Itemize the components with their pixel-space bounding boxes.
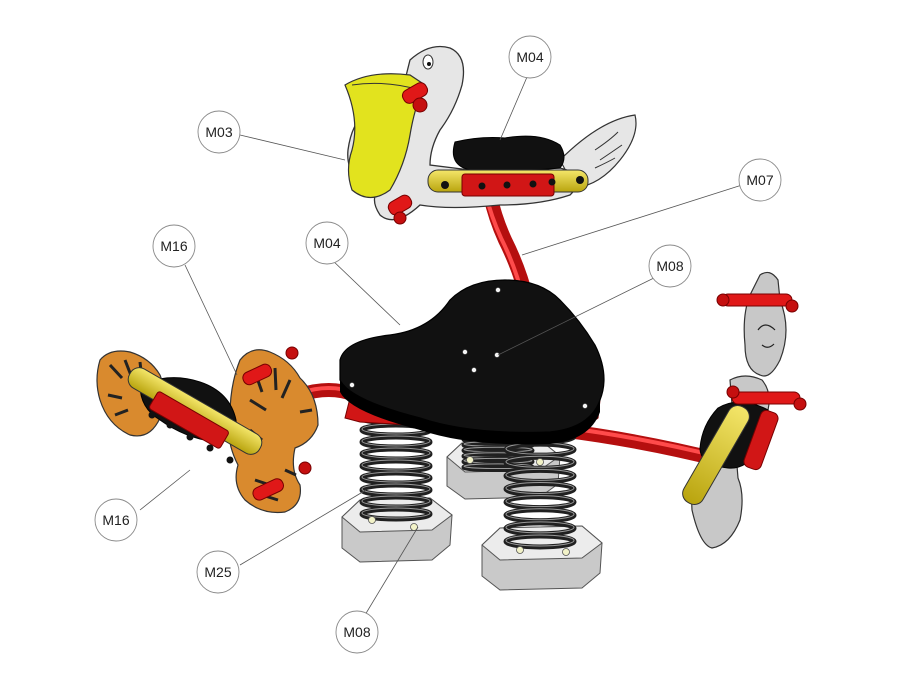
- spring-coil-highlight: [505, 468, 575, 481]
- leader-tiger-lower: [139, 469, 191, 511]
- tiger-handle-top: [242, 346, 299, 386]
- pelican-handle-bottom: [387, 194, 413, 225]
- center-seat: [339, 279, 605, 445]
- spring-coil-highlight: [505, 521, 575, 534]
- callout-pelican-seat: M04: [508, 35, 552, 79]
- leader-center-seat: [329, 257, 401, 326]
- leader-lines: [139, 69, 743, 616]
- callout-label: M16: [160, 238, 187, 254]
- cat-handle-top: [716, 293, 799, 313]
- callout-label: M04: [313, 235, 340, 251]
- spring-coil-highlight: [361, 435, 431, 447]
- leader-spring: [239, 489, 367, 566]
- callout-tiger-lower: M16: [94, 498, 138, 542]
- callouts: M03 M04 M07 M04 M08 M16 M16 M25: [94, 35, 782, 654]
- callout-label: M16: [102, 512, 129, 528]
- callout-label: M08: [656, 258, 683, 274]
- spring-coil-highlight: [505, 481, 575, 495]
- spring-coil-highlight: [505, 495, 575, 508]
- spring-coil: [359, 434, 433, 450]
- callout-label: M03: [205, 124, 232, 140]
- right-arm-tube: [553, 423, 727, 467]
- spring-coil-highlight: [505, 508, 575, 521]
- cat-handle-bottom: [726, 385, 807, 411]
- callout-center-bolts: M08: [648, 244, 692, 288]
- pelican-rider: [344, 45, 637, 225]
- callout-label: M25: [204, 564, 231, 580]
- spring-coil-highlight: [361, 483, 431, 495]
- callout-center-seat: M04: [305, 221, 349, 265]
- tiger-handle-bottom: [252, 461, 312, 501]
- spring-coil: [503, 507, 577, 524]
- leader-pelican-post: [521, 184, 743, 256]
- spring-coil: [359, 470, 433, 486]
- pelican-handle-top: [401, 82, 429, 113]
- leader-center-bolts: [497, 274, 661, 356]
- leader-base-bolts: [364, 526, 419, 616]
- callout-pelican-body: M03: [197, 110, 241, 154]
- spring-coil-highlight: [505, 455, 575, 468]
- base-bolts: [368, 456, 570, 556]
- spring-coil: [359, 482, 433, 498]
- callout-spring: M25: [196, 550, 240, 594]
- callout-label: M08: [343, 624, 370, 640]
- leader-pelican-seat: [499, 69, 531, 141]
- callout-pelican-post: M07: [738, 158, 782, 202]
- callout-tiger-upper: M16: [152, 224, 196, 268]
- spring-coil: [503, 494, 577, 511]
- spring-coil-highlight: [361, 447, 431, 459]
- spring-coil: [359, 446, 433, 462]
- spring-coil-highlight: [505, 534, 575, 547]
- tiger-rider: [96, 346, 319, 514]
- spring-coil-highlight: [361, 471, 431, 483]
- spring-coil-highlight: [361, 459, 431, 471]
- spring-coil-highlight: [361, 495, 431, 507]
- spring-coil: [359, 458, 433, 474]
- spring-coil-highlight: [361, 507, 431, 519]
- callout-base-bolts: M08: [335, 610, 379, 654]
- callout-label: M04: [516, 49, 543, 65]
- leader-tiger-upper: [184, 264, 238, 376]
- cat-rider: [682, 271, 807, 549]
- leader-pelican-body: [239, 134, 346, 161]
- callout-label: M07: [746, 172, 773, 188]
